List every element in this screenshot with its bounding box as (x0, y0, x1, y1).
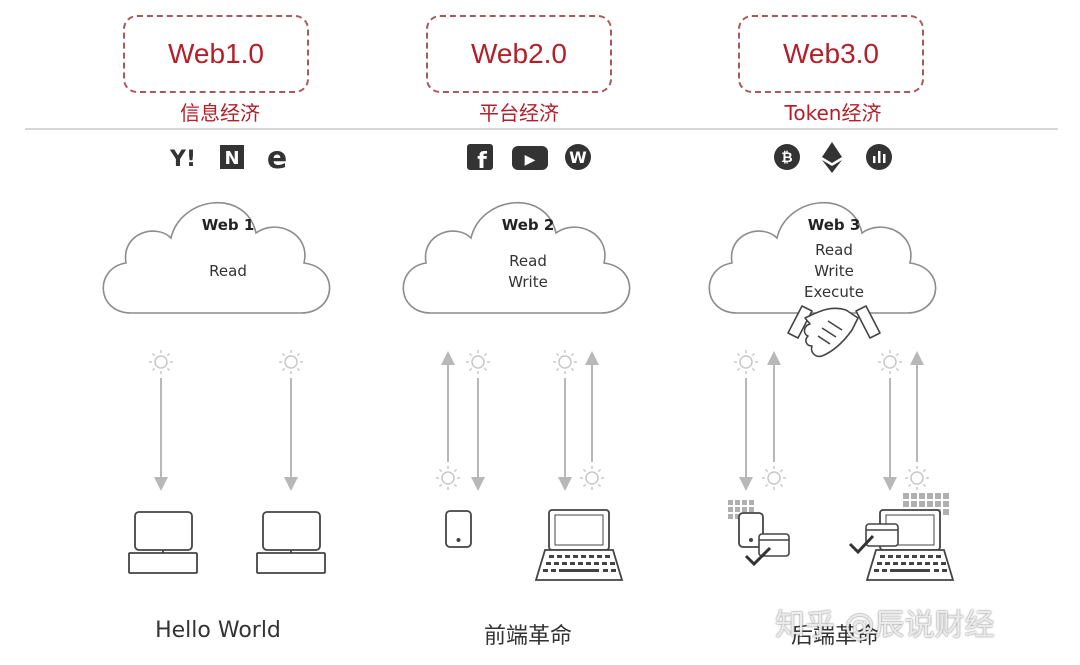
cloud-title-web2: Web 2 (502, 216, 555, 234)
era-title-web3: Web3.0 (783, 38, 879, 69)
arrow-down (278, 349, 304, 491)
smartphone-icon (445, 510, 472, 548)
era-box-web2: Web2.0 (426, 15, 612, 93)
cloud-title-web1: Web 1 (202, 216, 255, 234)
cloud-web3: Web 3 Read Write Execute (708, 201, 937, 314)
svg-text:f: f (477, 149, 487, 174)
era-title-web2: Web2.0 (471, 38, 567, 69)
era-subtitle-web2: 平台经济 (479, 101, 559, 125)
svg-text:N: N (224, 148, 239, 169)
arrow-up (435, 351, 461, 491)
internet-explorer-icon: e (267, 141, 287, 176)
era-box-web3: Web3.0 (738, 15, 924, 93)
svg-text:e: e (267, 141, 287, 176)
wallet-icon (865, 523, 899, 547)
checkmark-icon (848, 534, 875, 555)
data-grid-icon (903, 493, 949, 515)
arrow-up (761, 351, 787, 491)
cloud-title-web3: Web 3 (808, 216, 861, 234)
handshake-icon (787, 305, 881, 358)
era-title-web1: Web1.0 (168, 38, 264, 69)
desktop-computer-icon (128, 511, 198, 574)
era-subtitle-web1: 信息经济 (180, 101, 260, 125)
ethereum-icon (822, 142, 842, 173)
arrow-up (579, 351, 605, 491)
cloud-web2: Web 2 Read Write (402, 201, 631, 314)
wordpress-icon: W (565, 144, 591, 170)
header-divider (25, 128, 1058, 130)
yahoo-icon: Y! (169, 147, 196, 172)
facebook-icon: f (467, 144, 493, 174)
checkmark-icon (744, 546, 772, 567)
arrow-down (733, 349, 759, 491)
desktop-computer-icon (256, 511, 326, 574)
caption-web1: Hello World (155, 618, 281, 643)
cloud-line-execute: Execute (804, 283, 864, 301)
svg-text:₿: ₿ (781, 150, 792, 166)
cloud-line-read: Read (209, 262, 247, 280)
cloud-line-write: Write (508, 273, 548, 291)
arrow-down (465, 349, 491, 491)
cloud-line-write: Write (814, 262, 854, 280)
chart-token-icon (866, 144, 892, 170)
laptop-icon (534, 509, 624, 581)
watermark: 知乎 @辰说财经 (775, 608, 995, 643)
cloud-line-read: Read (509, 252, 547, 270)
svg-text:▶: ▶ (525, 152, 536, 168)
data-grid-icon (728, 500, 754, 519)
smartphone-icon (738, 512, 764, 548)
arrow-down (877, 349, 903, 491)
caption-web3: 后端革命 (790, 624, 879, 649)
era-box-web1: Web1.0 (123, 15, 309, 93)
cloud-web1: Web 1 Read (102, 201, 331, 314)
bitcoin-icon: ₿ (774, 144, 800, 170)
era-subtitle-web3: Token经济 (784, 101, 882, 125)
arrow-down (552, 349, 578, 491)
cloud-line-read: Read (815, 241, 853, 259)
youtube-icon: ▶ (512, 146, 548, 170)
svg-text:Y!: Y! (169, 147, 196, 172)
netscape-icon: N (220, 145, 244, 169)
svg-text:W: W (569, 148, 587, 167)
arrow-up (904, 351, 930, 491)
caption-web2: 前端革命 (483, 624, 572, 649)
arrow-down (148, 349, 174, 491)
